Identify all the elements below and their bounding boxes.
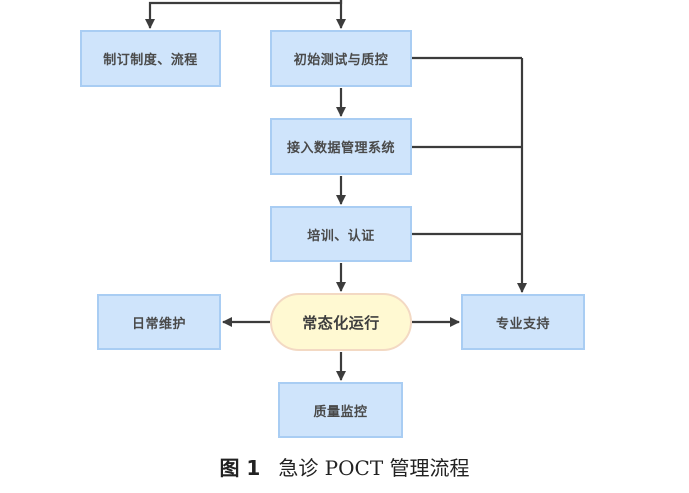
figure-label: 图 1 [219, 456, 261, 480]
figure-caption: 图 1 急诊 POCT 管理流程 [0, 452, 689, 481]
node-daily-maintenance: 日常维护 [97, 294, 221, 350]
node-regulations: 制订制度、流程 [80, 30, 221, 87]
node-initial-test: 初始测试与质控 [270, 30, 412, 87]
node-professional-support: 专业支持 [461, 294, 585, 350]
node-quality-monitoring: 质量监控 [278, 382, 403, 438]
node-data-system: 接入数据管理系统 [270, 118, 412, 175]
node-training: 培训、认证 [270, 206, 412, 262]
edge-top-to-regulations [145, 0, 343, 29]
node-routine-operation: 常态化运行 [270, 293, 412, 351]
figure-title: 急诊 POCT 管理流程 [278, 456, 470, 480]
